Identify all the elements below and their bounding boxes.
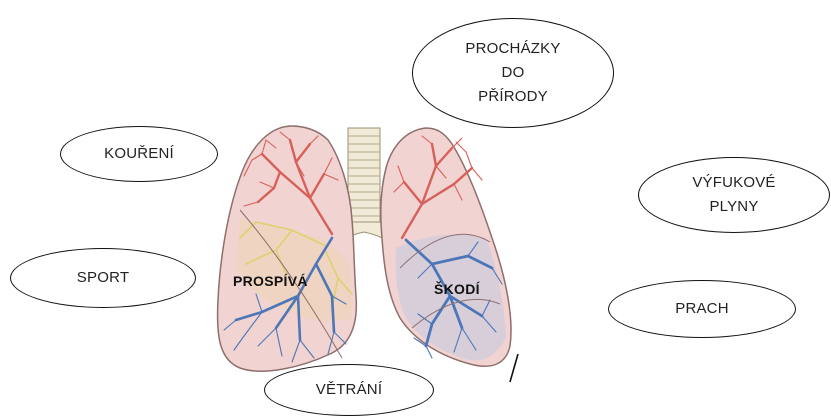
- bubble-sport: SPORT: [10, 248, 196, 308]
- bubble-vyfukove-plyny: VÝFUKOVÉ PLYNY: [638, 157, 830, 233]
- bubble-text: SPORT: [77, 266, 129, 290]
- pointer-line: [510, 354, 518, 382]
- bubble-text-line: DO: [465, 61, 560, 85]
- bubble-text-line: PLYNY: [692, 195, 775, 219]
- lungs-illustration: [200, 118, 530, 403]
- bubble-text: KOUŘENÍ: [104, 142, 174, 166]
- label-skodi: ŠKODÍ: [434, 281, 480, 297]
- bubble-text: PRACH: [675, 297, 729, 321]
- bubble-prach: PRACH: [608, 280, 796, 338]
- bubble-koureni: KOUŘENÍ: [60, 126, 218, 182]
- bubble-text-line: PŘÍRODY: [465, 85, 560, 109]
- bubble-text-line: PROCHÁZKY: [465, 37, 560, 61]
- label-prospiva: PROSPÍVÁ: [233, 273, 308, 289]
- left-lung: [218, 126, 357, 371]
- right-lung: [381, 128, 511, 366]
- bubble-prochazky-do-prirody: PROCHÁZKY DO PŘÍRODY: [412, 18, 614, 128]
- bubble-text-line: VÝFUKOVÉ: [692, 171, 775, 195]
